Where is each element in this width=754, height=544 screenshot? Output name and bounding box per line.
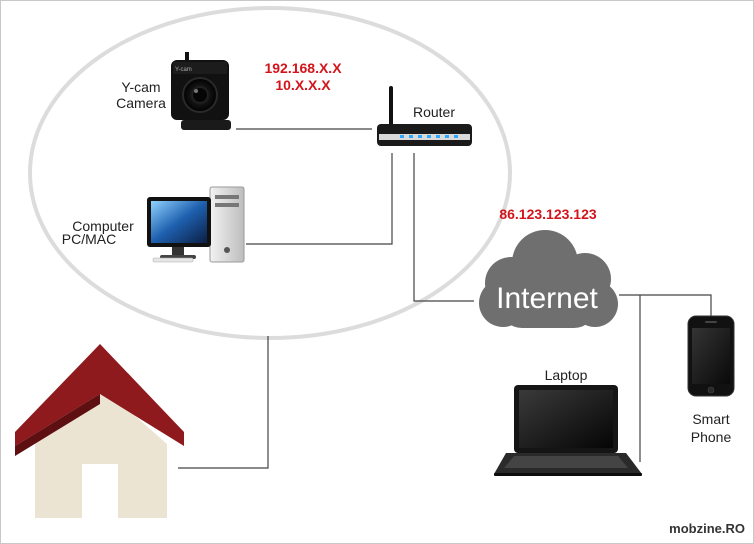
watermark: mobzine.RO xyxy=(669,521,745,536)
public-ip: 86.123.123.123 xyxy=(499,206,597,222)
house-icon xyxy=(15,344,184,518)
internet-label: Internet xyxy=(496,282,598,315)
internet-cloud-icon xyxy=(479,230,618,328)
local-ip-secondary: 10.X.X.X xyxy=(275,77,331,93)
smartphone-icon xyxy=(687,315,735,397)
phone-label-line2: Phone xyxy=(691,429,732,445)
computer-router-link xyxy=(246,153,393,245)
connection-lines xyxy=(178,128,712,469)
computer-sublabel: PC/MAC xyxy=(62,231,116,247)
camera-brand-mark: Y-cam xyxy=(175,67,192,73)
laptop-icon xyxy=(494,385,642,476)
internet-phone-link xyxy=(619,294,712,316)
laptop-label: Laptop xyxy=(545,367,588,383)
router-label: Router xyxy=(413,104,455,120)
router-internet-link xyxy=(413,153,474,302)
router-icon xyxy=(377,86,472,146)
computer-icon xyxy=(147,186,245,263)
home-link xyxy=(178,336,269,469)
home-network-ellipse xyxy=(28,6,512,340)
camera-icon: Y-cam xyxy=(171,52,231,130)
phone-label-line1: Smart xyxy=(692,411,729,427)
local-ip-primary: 192.168.X.X xyxy=(264,60,342,76)
computer-label: Computer xyxy=(72,218,134,234)
camera-label-line1: Y-cam xyxy=(121,79,160,95)
camera-label-line2: Camera xyxy=(116,95,166,111)
